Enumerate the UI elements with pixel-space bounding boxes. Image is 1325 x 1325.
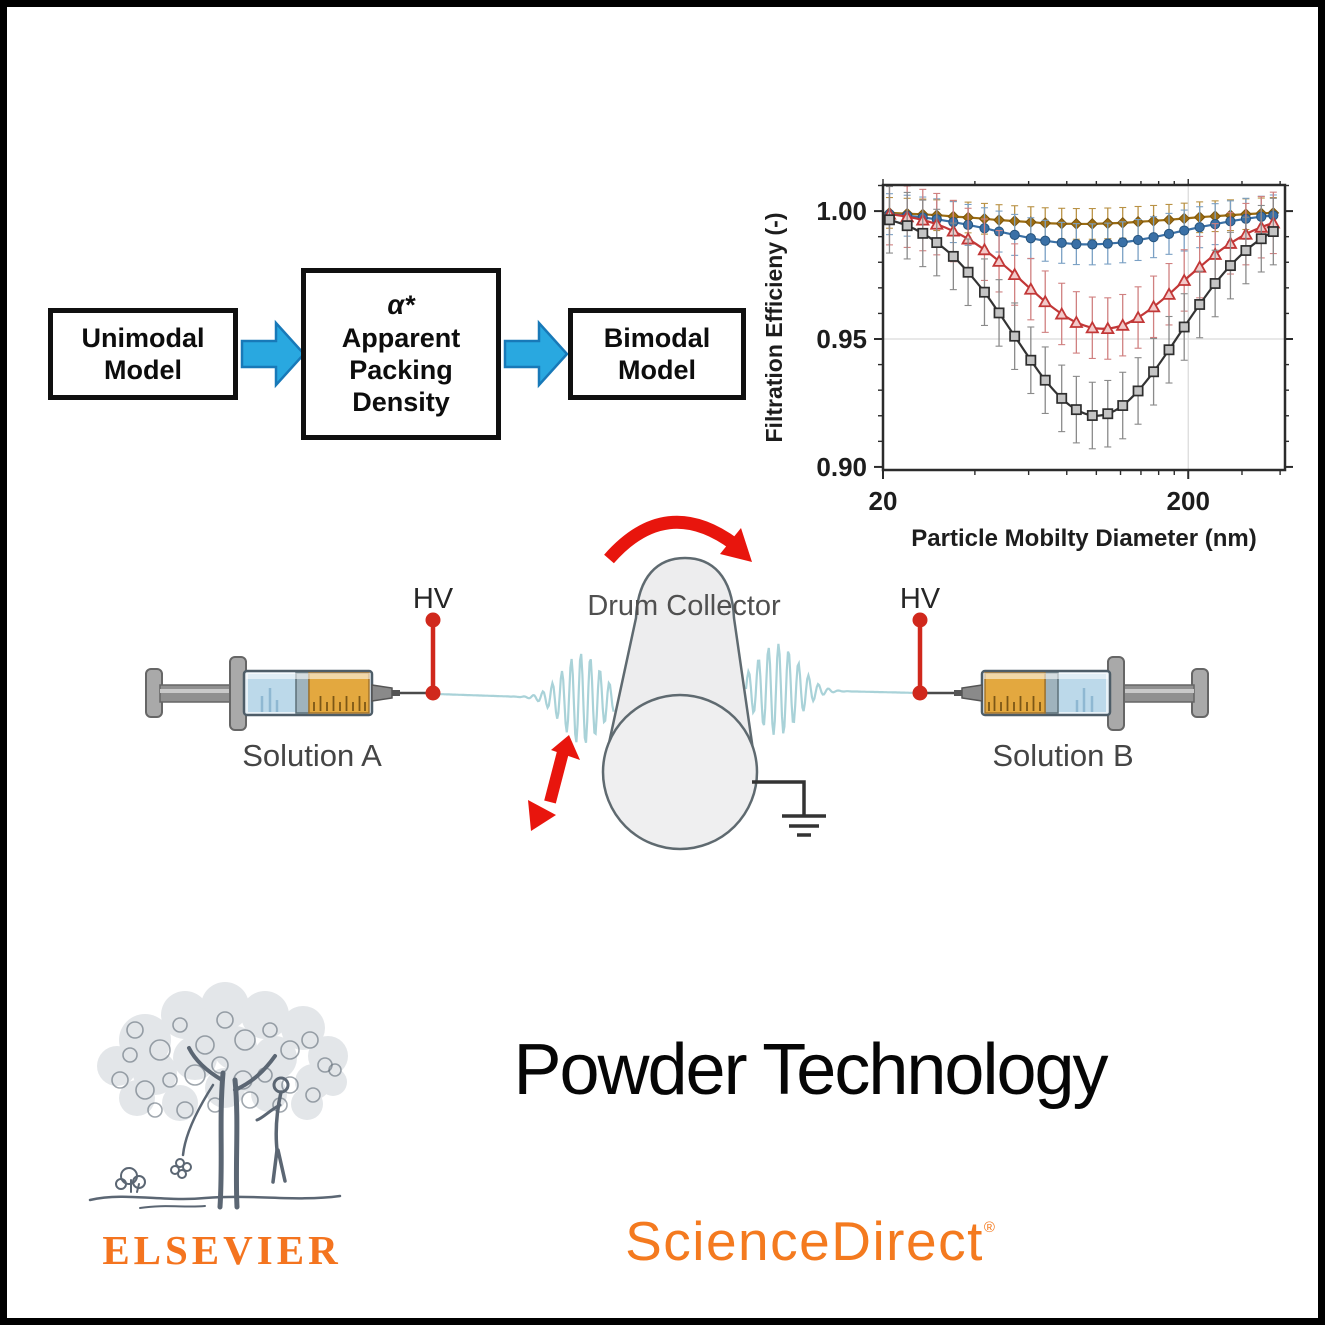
flow-box-apparent-label: Apparent Packing Density: [341, 322, 461, 418]
tree-trunk: [187, 1046, 277, 1210]
tree-figure: [255, 1076, 290, 1184]
svg-text:0.90: 0.90: [816, 452, 867, 482]
sciencedirect-logo: ScienceDirect®: [410, 1196, 1210, 1272]
flow-box-apparent-packing-density: α* Apparent Packing Density: [301, 268, 501, 440]
jet-whipping-right: [744, 643, 919, 735]
elsevier-wordmark: ELSEVIER: [102, 1227, 342, 1273]
chart-series-triangle: [883, 185, 1281, 360]
chart-axes: [874, 179, 1293, 479]
jet-whipping-left: [436, 653, 615, 743]
hv-label-right: HV: [900, 583, 941, 615]
hv-electrode-left: [425, 612, 441, 701]
hv-label-left: HV: [413, 583, 454, 615]
drum-collector-label: Drum Collector: [587, 590, 781, 622]
flow-box-unimodal: Unimodal Model: [48, 308, 238, 400]
alpha-star-symbol: α*: [387, 290, 415, 321]
tree-canopy: [97, 982, 348, 1121]
svg-text:0.95: 0.95: [816, 324, 867, 354]
sciencedirect-text: ScienceDirect: [625, 1210, 984, 1272]
registered-mark: ®: [983, 1219, 995, 1236]
arrow-right-icon: [503, 319, 569, 389]
svg-text:Filtration Efficieny (-): Filtration Efficieny (-): [762, 213, 787, 443]
chart-series-diamond: [883, 196, 1280, 240]
journal-title: Powder Technology: [513, 1030, 1108, 1110]
flow-box-bimodal: Bimodal Model: [568, 308, 746, 400]
electrospinning-apparatus: HV HV Drum Collector Solution A Solution…: [144, 515, 1210, 851]
svg-text:1.00: 1.00: [816, 196, 867, 226]
hv-electrode-right: [912, 612, 928, 701]
elsevier-tree-logo: [88, 982, 348, 1210]
solution-b-label: Solution B: [992, 738, 1133, 773]
ground-symbol-icon: [752, 780, 826, 837]
drum-face: [601, 693, 759, 851]
tree-ground: [88, 1167, 342, 1209]
flow-box-bimodal-label: Bimodal Model: [603, 322, 711, 385]
arrow-right-icon: [240, 319, 306, 389]
rotation-arrow-icon: [604, 515, 752, 564]
svg-text:20: 20: [869, 486, 898, 516]
svg-text:Particle Mobilty Diameter (nm): Particle Mobilty Diameter (nm): [911, 525, 1256, 552]
solution-a-label: Solution A: [242, 738, 382, 773]
svg-text:200: 200: [1167, 486, 1210, 516]
syringe-solution-a: [144, 655, 436, 732]
tree-vine: [170, 1083, 215, 1179]
syringe-solution-b: [918, 655, 1210, 732]
flow-box-unimodal-label: Unimodal Model: [81, 322, 205, 385]
oscillation-arrow-icon: [528, 735, 580, 831]
chart-series-square: [884, 185, 1279, 450]
